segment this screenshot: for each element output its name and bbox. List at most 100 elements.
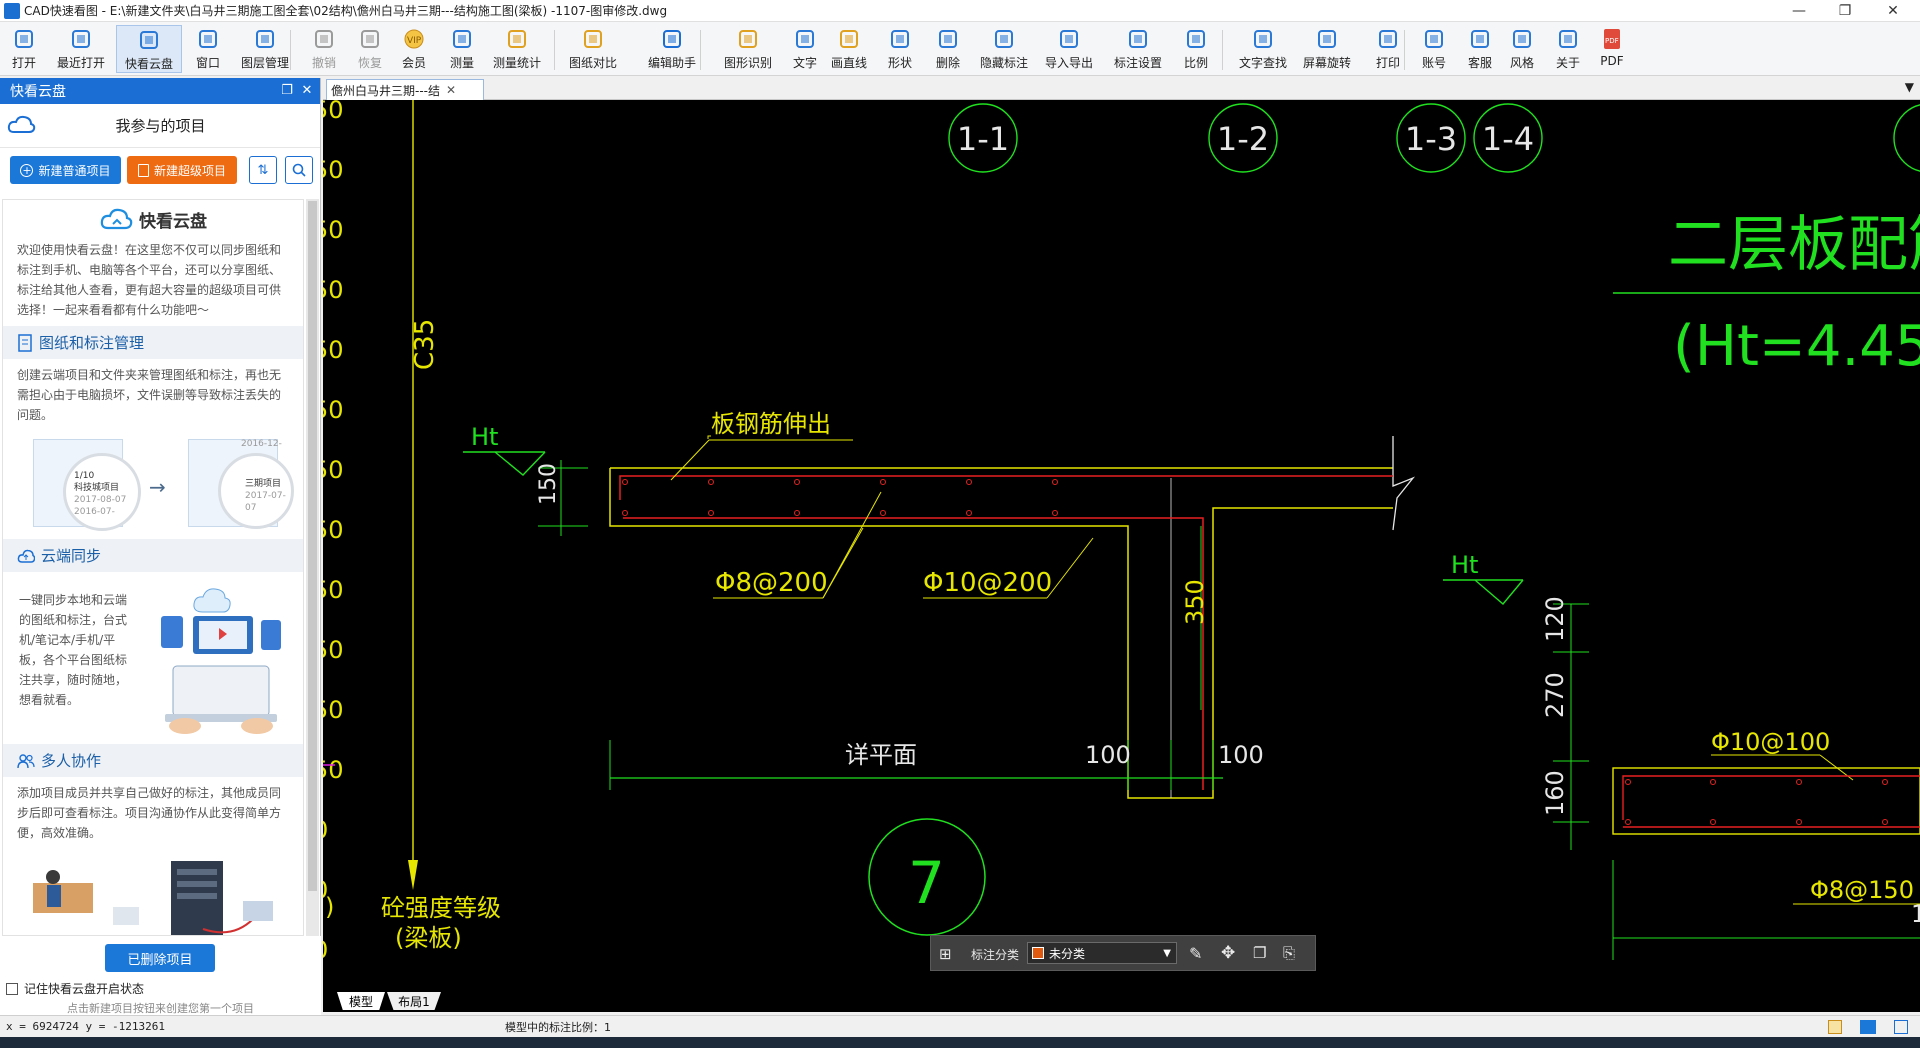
toolbar-compare-button[interactable]: 图纸对比 [566,25,620,73]
deleted-projects-button[interactable]: 已删除项目 [105,944,215,972]
toolbar-text-search-button[interactable]: 文字查找 [1232,25,1294,73]
import-export-icon [1056,27,1082,51]
new-super-project-button[interactable]: 新建超级项目 [127,156,237,184]
rebar1-leader-b [822,527,864,599]
status-icon-1[interactable] [1828,1019,1842,1034]
layout1-tab[interactable]: 布局1 [387,992,441,1010]
rebar-dot [794,479,800,485]
rebar-dot [1625,779,1631,785]
toolbar-rotate-screen-button[interactable]: 屏幕旋转 [1298,25,1356,73]
edit-annotation-icon[interactable]: ✎ [1189,944,1203,963]
illus-right-date2: 2016-12- [241,439,282,449]
toolbar-ruler-button[interactable]: 测量 [444,25,480,73]
intro-title: 快看云盘 [139,211,207,232]
status-bar: x = 6924724 y = -1213261 模型中的标注比例：1 [0,1015,1920,1037]
tab-list-dropdown-icon[interactable]: ▼ [1904,80,1914,94]
toolbar-label: 关于 [1555,56,1580,70]
illus-right-project: 三期项目 [245,479,282,489]
toolbar-window-button[interactable]: 窗口 [190,25,226,73]
toolbar-separator [290,30,291,70]
headset-icon [1467,27,1493,51]
toolbar-history-button[interactable]: 最近打开 [52,25,110,73]
toolbar-import-export-button[interactable]: 导入导出 [1040,25,1098,73]
left-tick-label: 0 [323,816,328,844]
panel-scrollbar[interactable] [306,199,319,936]
illus-right-date: 2017-07-07 [245,491,286,513]
panel-float-icon[interactable]: ❐ [281,82,293,98]
toolbar-redo-button[interactable]: 恢复 [352,25,388,73]
panel-scroll-thumb[interactable] [308,201,317,891]
dim-150: 150 [536,463,561,505]
toolbar-cloud-button[interactable]: 快看云盘 [116,25,182,73]
copy-icon[interactable]: ❐ [1253,944,1267,962]
status-icon-2[interactable] [1860,1019,1876,1034]
rebar2-leader [1046,537,1094,599]
title-bar: CAD快速看图 - E:\新建文件夹\白马井三期施工图全套\02结构\儋州白马井… [0,0,1920,22]
cloud-icon [136,28,162,52]
dim-270: 270 [1541,672,1569,718]
remember-state-row: 记住快看云盘开启状态 [6,980,144,997]
grid-icon[interactable]: ⊞ [939,945,952,963]
rebar-dot [622,479,628,485]
toolbar-info-button[interactable]: 关于 [1550,25,1586,73]
undo-icon [311,27,337,51]
edit-assistant-icon [659,27,685,51]
annotation-category-select[interactable]: 未分类 ▼ [1027,942,1177,964]
toolbar-shape-button[interactable]: 形状 [880,25,920,73]
panel-title: 快看云盘 [10,84,66,100]
status-icon-3[interactable] [1894,1019,1908,1034]
toolbar-text-button[interactable]: 文字 [786,25,824,73]
annotation-bar: ⊞ 标注分类 未分类 ▼ ✎ ✥ ❐ ⎘ [930,935,1316,971]
search-button[interactable] [285,156,313,184]
toolbar-headset-button[interactable]: 客服 [1462,25,1498,73]
measure-stats-icon [504,27,530,51]
account-icon [1421,27,1447,51]
move-icon[interactable]: ✥ [1221,943,1236,963]
minimize-button[interactable]: — [1792,3,1806,19]
toolbar-style-button[interactable]: 风格 [1504,25,1540,73]
annotation-category-label: 标注分类 [971,948,1020,962]
panel-close-icon[interactable]: ✕ [301,82,313,98]
toolbar-annotation-settings-button[interactable]: 标注设置 [1108,25,1168,73]
sync-button[interactable]: ⇅ [249,156,277,184]
document-tab[interactable]: 儋州白马井三期---结 ✕ [326,79,484,100]
toolbar-hide-annotation-button[interactable]: 隐藏标注 [976,25,1032,73]
ht-label-1: Ht [471,423,498,451]
toolbar-shape-recognize-button[interactable]: 图形识别 [716,25,780,73]
close-button[interactable]: ✕ [1887,3,1899,19]
left-tick-label: 50 [323,336,344,364]
toolbar-line-button[interactable]: 画直线 [826,25,872,73]
toolbar-undo-button[interactable]: 撤销 [306,25,342,73]
toolbar-measure-stats-button[interactable]: 测量统计 [490,25,544,73]
toolbar-separator [1222,30,1223,70]
remember-state-label: 记住快看云盘开启状态 [24,982,145,996]
pdf-icon: PDF [1599,27,1625,51]
grade-label-2: (梁板) [395,924,462,952]
toolbar-print-button[interactable]: 打印 [1368,25,1408,73]
restore-button[interactable]: ❐ [1838,3,1852,19]
left-tick-label: 0 [323,936,328,964]
toolbar-scale-button[interactable]: 比例 [1178,25,1214,73]
toolbar-layers-button[interactable]: 图层管理 [236,25,294,73]
rebar-dot [966,510,972,516]
remember-state-checkbox[interactable] [6,982,18,995]
drawing-area[interactable]: 儋州白马井三期---结 ✕ ▼ 505050505050505050505050… [323,78,1920,1012]
toolbar-account-button[interactable]: 账号 [1416,25,1452,73]
model-tab[interactable]: 模型 [337,992,385,1010]
toolbar-folder-open-button[interactable]: 打开 [4,25,44,73]
toolbar-label: 恢复 [357,56,382,70]
tab-close-icon[interactable]: ✕ [446,83,457,97]
left-tick-label: 50 [323,216,344,244]
paste-icon[interactable]: ⎘ [1283,944,1296,962]
toolbar-eraser-button[interactable]: 删除 [930,25,966,73]
cad-drawing[interactable]: 505050505050505050505050000 C35 砼强度等级 (梁… [323,100,1920,1012]
illus-left-date: 2017-08-07 [74,495,127,505]
dim-100a: 100 [1085,741,1131,769]
toolbar-edit-assistant-button[interactable]: 编辑助手 [640,25,704,73]
toolbar-label: 快看云盘 [124,57,173,71]
new-normal-project-button[interactable]: + 新建普通项目 [10,156,121,184]
section-marker-circle [1396,103,1466,173]
right-slab-outline [1612,767,1920,835]
